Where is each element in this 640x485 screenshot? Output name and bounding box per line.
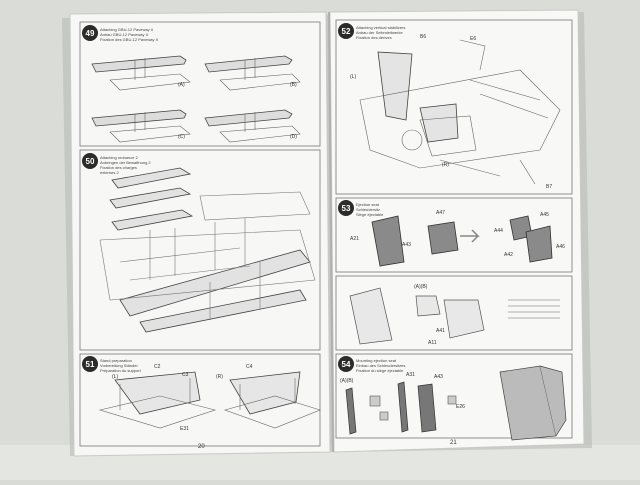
step-badge-51: 51	[82, 356, 98, 372]
step-badge-53: 53	[338, 200, 354, 216]
part-e31: E31	[180, 426, 189, 432]
seat-assembly	[349, 287, 485, 345]
step-badge-52: 52	[338, 23, 354, 39]
part-a44: A44	[494, 228, 503, 234]
gbu-12-bombs	[91, 55, 293, 127]
step-51-title: Stand preparation Vorbereitung Ständer P…	[100, 358, 141, 373]
step-54-frame	[335, 353, 573, 439]
right-page-number: 21	[450, 440, 457, 446]
seat-rails	[345, 381, 437, 435]
panel-label-c: (C)	[178, 134, 185, 140]
step-50-title: Attaching ordnance 2 Anbringen der Bewaf…	[100, 155, 151, 175]
part-a45: A45	[540, 212, 549, 218]
step-badge-49: 49	[82, 25, 98, 41]
part-a43: A43	[402, 242, 411, 248]
left-page-number: 20	[198, 444, 205, 450]
part-a21: A21	[350, 236, 359, 242]
part-e6: E6	[470, 36, 477, 42]
step-badge-50: 50	[82, 153, 98, 169]
step-53-title: Ejection seat Schleudersitz Siège éjecta…	[356, 202, 384, 217]
part-a47: A47	[436, 210, 445, 216]
step-badge-54: 54	[338, 356, 354, 372]
ordnance-assembly	[109, 167, 311, 333]
part-b7: B7	[546, 184, 553, 190]
ejection-seat-parts	[371, 215, 553, 267]
vertical-stabilizers	[377, 51, 459, 143]
airframe-rear	[359, 39, 561, 185]
part-a11: A11	[428, 340, 437, 346]
part-54-ab: (A)(B)	[340, 378, 354, 384]
step-49-frame	[79, 21, 321, 147]
part-a42: A42	[504, 252, 513, 258]
part-r: (R)	[216, 374, 223, 380]
part-a46: A46	[556, 244, 565, 250]
part-a41: A41	[436, 328, 445, 334]
part-ab: (A)(B)	[414, 284, 428, 290]
part-l: (L)	[112, 374, 119, 380]
step-53b-frame	[335, 275, 573, 351]
step-51-frame	[79, 353, 321, 447]
part-c2: C2	[154, 364, 161, 370]
part-54-a43: A43	[434, 374, 443, 380]
part-a31: A31	[406, 372, 415, 378]
step-54-title: Mounting ejection seat Einbau des Schleu…	[356, 358, 406, 373]
panel-label-a: (A)	[178, 82, 185, 88]
part-52-r: (R)	[442, 162, 449, 168]
panel-label-d: (D)	[290, 134, 297, 140]
part-c3: C3	[182, 372, 189, 378]
step-49-title: Attaching GBU-12 Paveway II Anbau GBU-12…	[100, 27, 158, 42]
step-52-title: Attaching vertical stabilizers Anbau der…	[356, 25, 406, 40]
part-e26: E26	[456, 404, 465, 410]
step-50-frame	[79, 149, 321, 351]
part-52-l: (L)	[350, 74, 357, 80]
part-b6: B6	[420, 34, 427, 40]
step-53-frame	[335, 197, 573, 273]
part-c4: C4	[246, 364, 253, 370]
cockpit-tub	[499, 365, 567, 441]
step-52-frame	[335, 19, 573, 195]
panel-label-b: (B)	[290, 82, 297, 88]
